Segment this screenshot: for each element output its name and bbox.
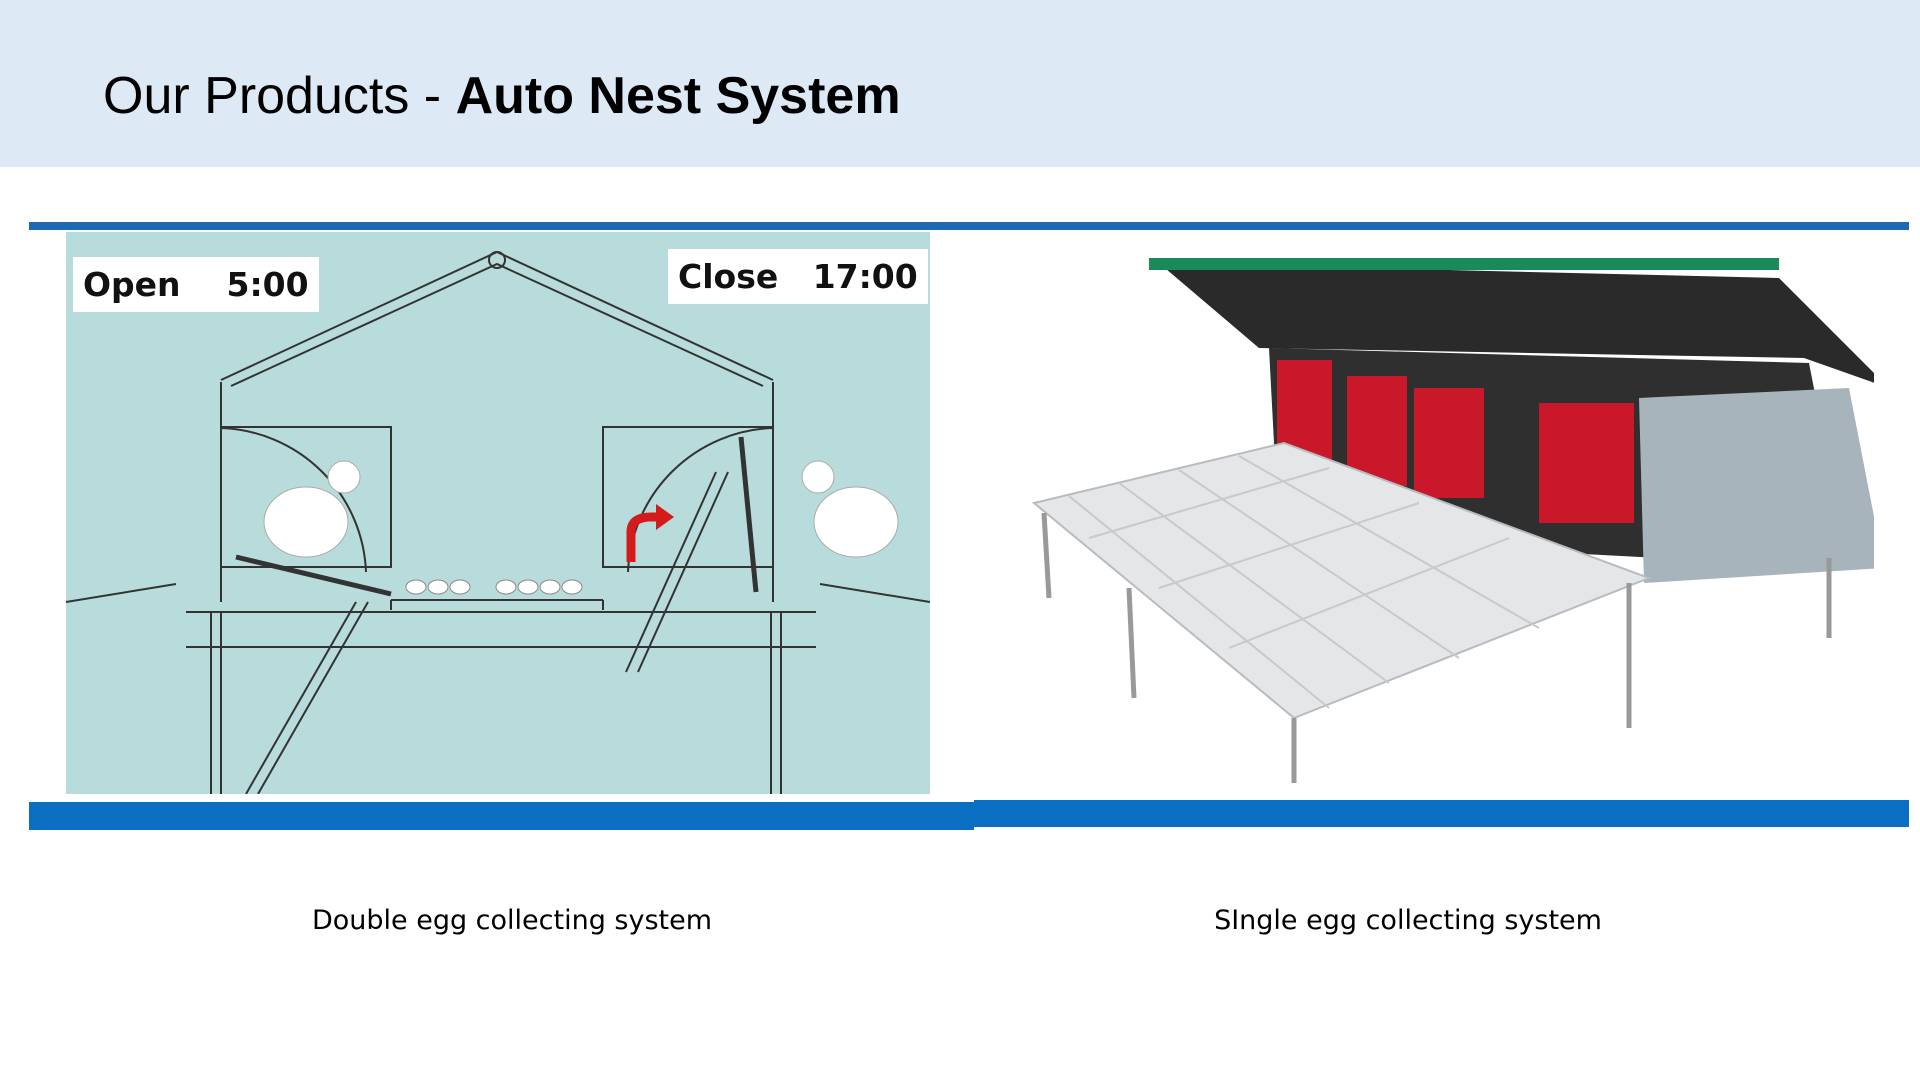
bottom-bar-right <box>974 800 1909 827</box>
caption-double-system: Double egg collecting system <box>311 905 713 936</box>
close-time-label: Close 17:00 <box>668 249 928 304</box>
nest-diagram-drawing <box>66 250 930 794</box>
open-time-label: Open 5:00 <box>73 257 319 312</box>
double-nest-diagram: Open 5:00 Close 17:00 <box>66 232 930 794</box>
title-prefix: Our Products - <box>103 67 456 125</box>
header-band: Our Products - Auto Nest System <box>0 0 1920 167</box>
bottom-bar-left <box>29 802 974 830</box>
top-divider <box>29 222 1909 230</box>
title-bold: Auto Nest System <box>455 67 901 125</box>
caption-single-system: SIngle egg collecting system <box>1214 905 1602 936</box>
single-nest-illustration <box>1031 258 1874 783</box>
page-title: Our Products - Auto Nest System <box>103 66 901 126</box>
single-nest-photo <box>1029 238 1874 796</box>
